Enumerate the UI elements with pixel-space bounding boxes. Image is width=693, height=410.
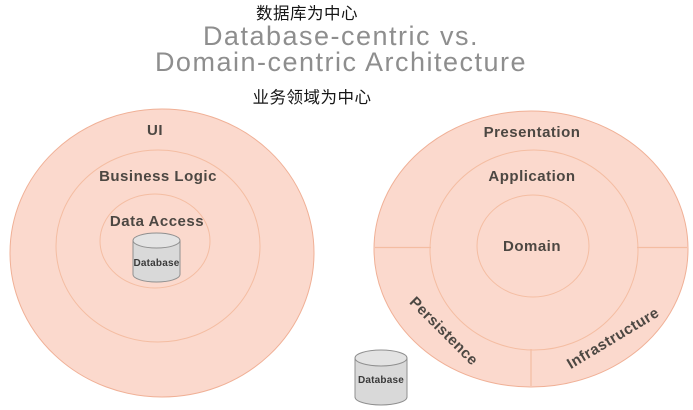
left-database-cylinder-icon: Database: [132, 232, 181, 283]
page-title-line1: Database-centric vs.: [203, 21, 479, 51]
right-layer-domain-label: Domain: [503, 238, 561, 255]
right-outer-ring: [373, 110, 689, 388]
right-cylinder-body: [354, 358, 408, 406]
database-centric-diagram: UI Business Logic Data Access Database: [9, 108, 315, 398]
right-layer-presentation-label: Presentation: [484, 124, 581, 141]
left-middle-ring: [55, 149, 261, 343]
left-layer-ui-label: UI: [147, 122, 163, 139]
domain-centric-diagram: Presentation Application Domain Persiste…: [354, 110, 689, 406]
left-cylinder-top: [132, 232, 181, 249]
left-cylinder-body: [132, 240, 181, 283]
right-database-cylinder-icon: Database: [354, 349, 408, 406]
right-cylinder-top: [354, 349, 408, 367]
left-inner-ring: [99, 193, 211, 289]
domain-centric-cn-label: 业务领域为中心: [253, 88, 372, 107]
left-layer-data-access-label: Data Access: [110, 213, 204, 230]
right-layer-application-label: Application: [488, 168, 575, 185]
left-layer-business-logic-label: Business Logic: [99, 168, 217, 185]
right-inner-ring: [476, 194, 590, 298]
right-middle-ring: [429, 149, 639, 351]
right-database-label: Database: [358, 375, 404, 386]
left-database-label: Database: [133, 258, 179, 269]
database-centric-cn-label: 数据库为中心: [256, 4, 358, 23]
page-title-line2: Domain-centric Architecture: [155, 47, 527, 77]
